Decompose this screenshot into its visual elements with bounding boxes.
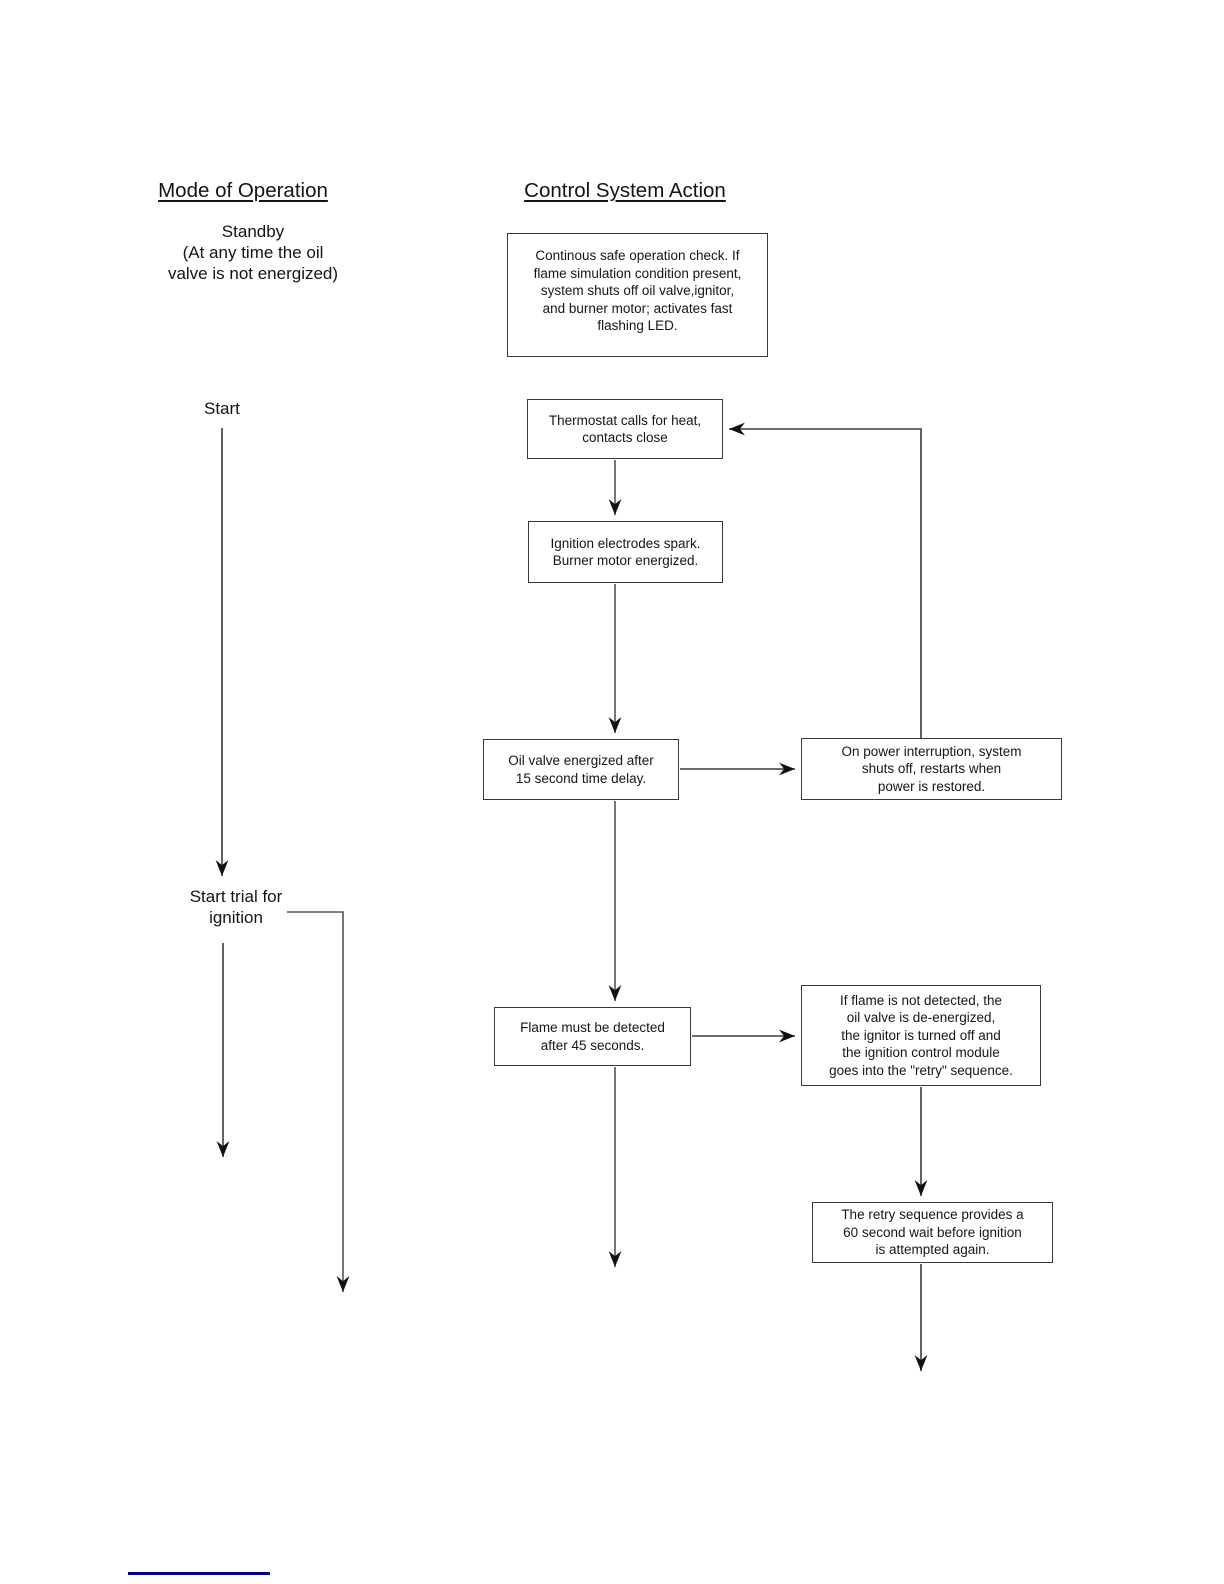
box-ignition-electrodes-spark: Ignition electrodes spark. Burner motor …: [528, 521, 723, 583]
box-flame-must-be-detected: Flame must be detected after 45 seconds.: [494, 1007, 691, 1066]
heading-mode-of-operation: Mode of Operation: [158, 179, 328, 202]
arrow-trial-elbow-down: [287, 911, 350, 1292]
heading-control-system-action: Control System Action: [524, 179, 726, 202]
box-thermostat-calls-for-heat: Thermostat calls for heat, contacts clos…: [527, 399, 723, 459]
bottom-link-underline: [128, 1572, 270, 1575]
label-start: Start: [204, 399, 240, 418]
box-power-interruption: On power interruption, system shuts off,…: [801, 738, 1062, 800]
label-standby: Standby (At any time the oil valve is no…: [167, 222, 339, 283]
box-oil-valve-energized: Oil valve energized after 15 second time…: [483, 739, 679, 800]
box-flame-not-detected-retry: If flame is not detected, the oil valve …: [801, 985, 1041, 1086]
arrow-power-to-thermostat-loop: [729, 422, 922, 738]
label-start-trial-for-ignition: Start trial for ignition: [189, 887, 283, 927]
box-continuous-safe-operation-check: Continous safe operation check. If flame…: [507, 233, 768, 357]
box-retry-sequence-wait: The retry sequence provides a 60 second …: [812, 1202, 1053, 1263]
